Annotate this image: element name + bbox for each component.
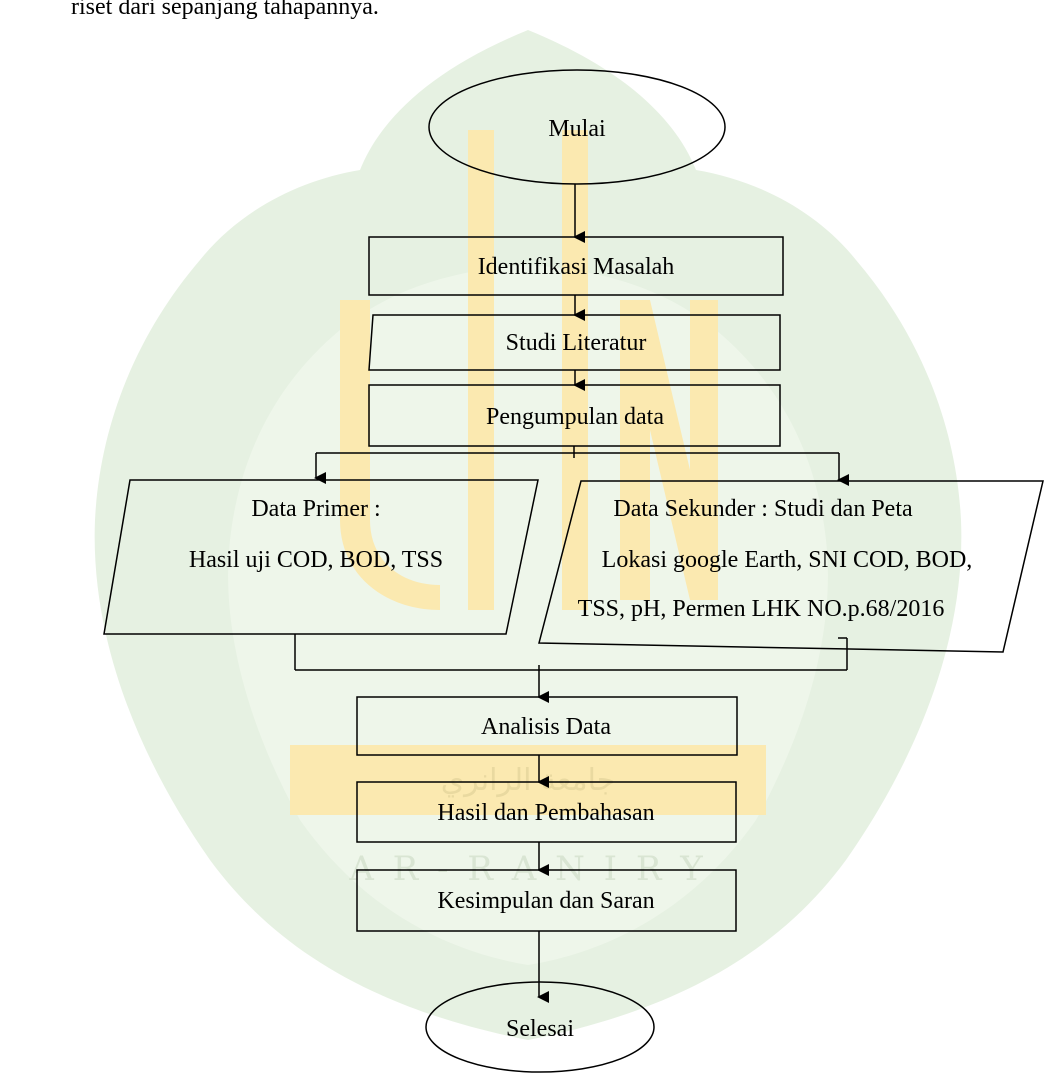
data-sekunder-line2: Lokasi google Earth, SNI COD, BOD, [602, 547, 973, 573]
hasil-pembahasan-box [356, 781, 737, 843]
watermark-band [290, 745, 766, 815]
analisis-data-label: Analisis Data [481, 714, 611, 740]
data-primer-line2: Hasil uji COD, BOD, TSS [189, 547, 443, 573]
data-primer-box [103, 479, 539, 635]
identifikasi-masalah-label: Identifikasi Masalah [478, 254, 675, 280]
start-label: Mulai [548, 116, 606, 142]
data-sekunder-line3: TSS, pH, Permen LHK NO.p.68/2016 [578, 596, 945, 622]
data-primer-line1: Data Primer : [251, 496, 380, 522]
end-terminal [425, 981, 655, 1073]
kesimpulan-saran-box [356, 869, 737, 932]
watermark-letter-n [620, 300, 718, 600]
start-terminal [428, 69, 726, 185]
end-label: Selesai [506, 1016, 574, 1042]
hasil-pembahasan-label: Hasil dan Pembahasan [437, 800, 654, 826]
analisis-data-box [356, 696, 738, 756]
data-sekunder-box [538, 480, 1044, 653]
watermark-latin: A R - R A N I R Y [348, 849, 706, 889]
watermark-arabic: جامعة الرانري [441, 763, 616, 798]
studi-literatur-label: Studi Literatur [506, 330, 647, 356]
data-sekunder-line1: Data Sekunder : Studi dan Peta [613, 496, 913, 522]
watermark-letter-u [340, 300, 440, 610]
pengumpulan-data-label: Pengumpulan data [486, 404, 664, 430]
intro-text-fragment: riset dari sepanjang tahapannya. [71, 0, 379, 20]
studi-literatur-box [368, 314, 781, 371]
watermark-seal: جامعة الرانري A R - R A N I R Y [94, 30, 962, 1040]
kesimpulan-saran-label: Kesimpulan dan Saran [437, 888, 654, 914]
identifikasi-masalah-box [368, 236, 784, 296]
